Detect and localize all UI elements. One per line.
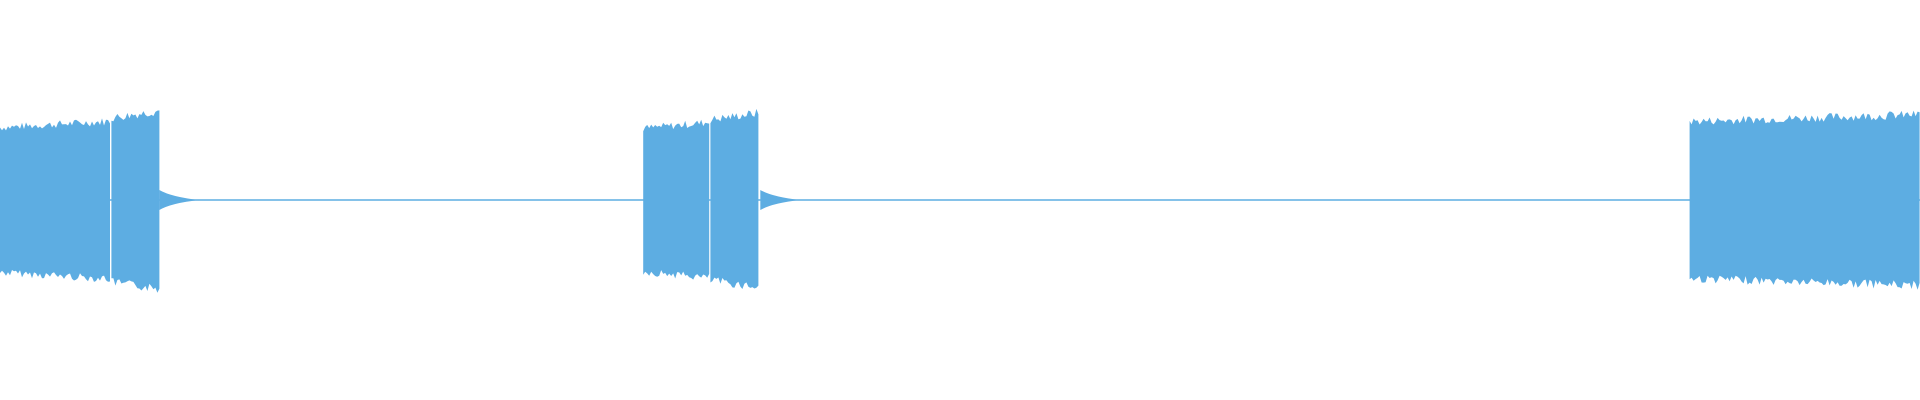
waveform-decay-tail (760, 190, 801, 210)
waveform-decay-tail (159, 190, 200, 210)
waveform-burst-2a (643, 119, 710, 280)
waveform-bursts (0, 108, 1920, 293)
waveform-burst-3 (1689, 110, 1920, 290)
waveform-burst-2b (710, 108, 759, 290)
waveform-burst-1a (0, 118, 110, 282)
waveform-burst-1b (111, 110, 160, 293)
